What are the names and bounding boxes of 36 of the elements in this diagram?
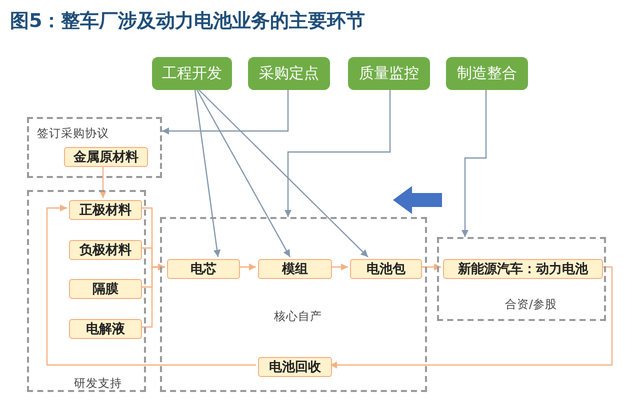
process-box: 正极材料: [69, 200, 142, 220]
connector-arrow: [330, 263, 348, 271]
process-box: 负极材料: [69, 240, 142, 260]
connector-arrow: [330, 266, 613, 369]
process-box: 模组: [258, 259, 332, 279]
process-box: 电池回收: [258, 357, 332, 377]
dashed-group-box: [160, 217, 427, 392]
process-box: 电芯: [167, 259, 240, 279]
process-box: 隔膜: [69, 279, 142, 299]
connector-arrow: [194, 90, 221, 258]
connector-arrow: [196, 90, 291, 258]
group-label: 合资/参股: [505, 297, 557, 312]
process-box: 电解液: [69, 319, 142, 339]
connector-arrow: [461, 90, 487, 237]
process-box: 电池包: [350, 259, 422, 279]
connector-arrow: [99, 165, 107, 198]
connector-arrow: [284, 90, 391, 217]
group-label: 研发支持: [74, 376, 122, 391]
connector-arrow: [238, 263, 256, 271]
stage-box: 制造整合: [446, 57, 528, 90]
group-label: 签订采购协议: [37, 126, 109, 141]
process-box: 金属原材料: [64, 147, 148, 167]
process-box: 新能源汽车：动力电池: [443, 259, 603, 279]
stage-box: 采购定点: [248, 57, 330, 90]
dashed-group-box: [27, 117, 162, 178]
connector-arrow: [46, 204, 256, 366]
stage-box: 工程开发: [152, 57, 232, 90]
diagram-title: 图5：整车厂涉及动力电池业务的主要环节: [10, 9, 366, 34]
connector-arrow: [162, 90, 289, 135]
dashed-group-box: [437, 237, 606, 321]
dashed-group-box: [27, 190, 146, 392]
connector-arrow: [198, 90, 368, 258]
stage-box: 质量监控: [348, 57, 430, 90]
group-label: 核心自产: [274, 309, 322, 324]
connector-arrow: [420, 263, 441, 271]
connector-arrow: [140, 263, 165, 328]
